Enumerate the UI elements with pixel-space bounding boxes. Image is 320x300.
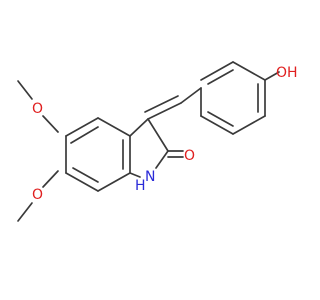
bond-n-c7a [129, 172, 141, 178]
bond-c3-c2 [147, 118, 169, 152]
atom-oh-label: OH [276, 65, 298, 81]
bond-ph-6-inner [207, 69, 234, 85]
bond-oh [264, 71, 280, 81]
structure-drawing: OH O O O H N [17, 61, 298, 222]
bond-ph-3 [232, 115, 266, 135]
bond-ph-2 [200, 115, 234, 135]
bond-o-ring-lower [42, 170, 59, 188]
bond-ring-5-inner [72, 167, 99, 183]
bond-ring-2 [97, 117, 131, 137]
bond-ring-1 [65, 117, 99, 137]
bond-ph-2-inner [207, 111, 234, 127]
bond-ring-4 [97, 172, 131, 192]
bond-c2-n [155, 150, 169, 169]
bond-ph-5 [232, 61, 266, 81]
atom-o-methoxy-upper: O [32, 101, 43, 117]
bond-ring-1-inner [70, 126, 99, 144]
bond-ph-link [180, 87, 202, 104]
bond-methyl-upper [17, 80, 33, 100]
bond-ph-6 [200, 61, 234, 81]
bond-exo-2 [144, 95, 179, 113]
atom-o-methoxy-lower: O [32, 187, 43, 203]
atom-nh-h: H [135, 178, 146, 194]
atom-o-carbonyl: O [184, 148, 195, 164]
atom-nh-n: N [145, 169, 155, 185]
bond-methyl-lower [17, 202, 33, 222]
bond-c3a-c3 [129, 118, 149, 137]
molecule-canvas: OH O O O H N [17, 61, 298, 222]
bond-exo-1 [147, 102, 182, 120]
bond-o-ring-upper [42, 115, 59, 133]
bond-ring-5 [65, 172, 99, 192]
